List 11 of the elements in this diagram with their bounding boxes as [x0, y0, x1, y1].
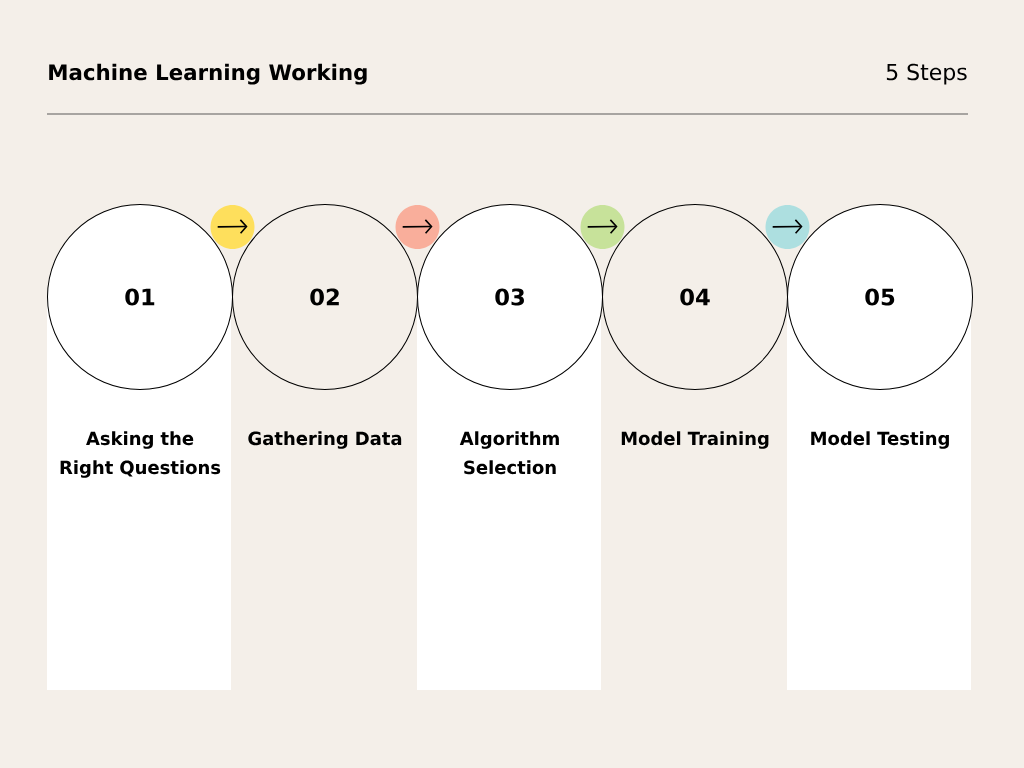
- title: Machine Learning Working: [49, 63, 367, 85]
- step-count: 5 Steps: [886, 63, 967, 85]
- step-label: Model Testing: [811, 431, 949, 449]
- step-label: Gathering Data: [248, 431, 402, 449]
- step-label: Asking the Right Questions: [60, 431, 221, 478]
- arrow: [771, 219, 803, 234]
- arrow: [216, 219, 248, 234]
- arrow: [586, 219, 618, 234]
- step-label: Model Training: [621, 431, 769, 449]
- step-label: Algorithm Selection: [459, 431, 559, 475]
- arrow: [401, 219, 433, 234]
